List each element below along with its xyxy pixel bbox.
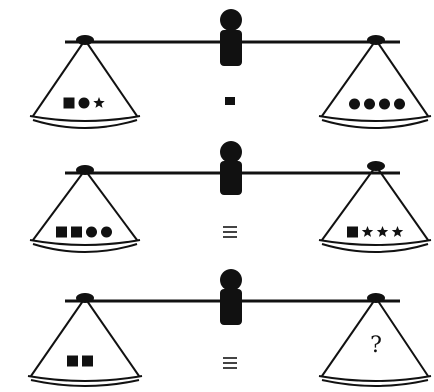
scale-2-left-pan xyxy=(29,165,141,253)
star-weight-icon xyxy=(93,97,105,108)
scale-2-equals-mark xyxy=(223,226,237,238)
scale-3-right-pan: ? xyxy=(318,293,432,387)
scale-3-pivot xyxy=(220,269,242,325)
square-weight-icon xyxy=(67,355,78,367)
circle-weight-icon xyxy=(379,98,390,110)
circle-weight-icon xyxy=(349,98,360,110)
star-weight-icon xyxy=(391,226,404,237)
scale-1-left-pan xyxy=(29,35,141,129)
scale-1-relation-mark xyxy=(225,97,235,105)
square-weight-icon xyxy=(63,97,75,109)
square-weight-icon xyxy=(56,226,67,238)
scale-3-equals-mark xyxy=(223,357,237,369)
circle-weight-icon xyxy=(101,226,112,238)
square-weight-icon xyxy=(71,226,82,238)
square-weight-icon xyxy=(347,226,358,238)
scale-1-pivot xyxy=(220,9,242,66)
circle-weight-icon xyxy=(86,226,97,238)
square-weight-icon xyxy=(82,355,93,367)
circle-weight-icon xyxy=(364,98,375,110)
scale-2-pivot xyxy=(220,141,242,195)
circle-weight-icon xyxy=(394,98,405,110)
star-weight-icon xyxy=(361,226,374,237)
circle-weight-icon xyxy=(78,97,90,109)
scale-1 xyxy=(29,9,432,129)
star-weight-icon xyxy=(376,226,389,237)
scale-2-right-pan xyxy=(318,161,432,253)
scale-2 xyxy=(29,141,432,253)
scale-3-question-mark: ? xyxy=(370,333,382,358)
scale-3: ? xyxy=(27,269,432,387)
scale-3-left-pan xyxy=(27,293,143,387)
scale-1-right-pan xyxy=(318,35,432,129)
